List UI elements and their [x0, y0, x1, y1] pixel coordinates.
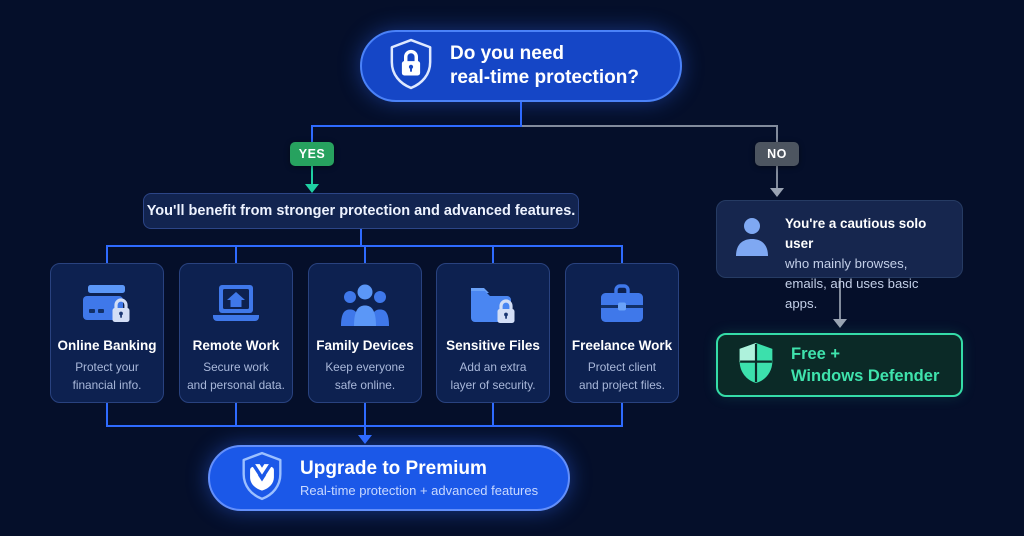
yes-badge: YES — [290, 142, 334, 166]
connector-yes-arrow-line — [311, 166, 313, 185]
card-desc: Keep everyone safe online. — [325, 360, 405, 392]
free-defender-node: Free + Windows Defender — [716, 333, 963, 397]
yes-arrowhead — [305, 184, 319, 193]
card-desc: Add an extra layer of security. — [450, 360, 536, 392]
persona-node: You're a cautious solo user who mainly b… — [716, 200, 963, 311]
connector-card2-bottom — [235, 403, 237, 425]
folder-lock-icon — [465, 277, 521, 333]
laptop-home-icon — [208, 277, 264, 333]
connector-card1-bottom — [106, 403, 108, 425]
shield-lock-icon — [388, 38, 434, 95]
connector-no-arrow-line — [776, 166, 778, 189]
card-online-banking: Online Banking Protect your financial in… — [50, 263, 164, 403]
credit-card-lock-icon — [79, 277, 135, 333]
card-remote-work: Remote Work Secure work and personal dat… — [179, 263, 293, 403]
free-arrowhead — [833, 319, 847, 328]
malwarebytes-shield-icon — [240, 451, 284, 506]
user-icon — [732, 214, 772, 263]
family-group-icon — [337, 277, 393, 333]
connector-no-elbow-h — [522, 125, 777, 127]
upgrade-premium-node: Upgrade to Premium Real-time protection … — [208, 445, 570, 511]
briefcase-icon — [594, 277, 650, 333]
benefit-statement: You'll benefit from stronger protection … — [143, 193, 579, 229]
card-desc: Protect client and project files. — [579, 360, 665, 392]
premium-subtitle: Real-time protection + advanced features — [300, 483, 539, 498]
card-desc: Secure work and personal data. — [187, 360, 285, 392]
persona-text: You're a cautious solo user who mainly b… — [785, 216, 927, 311]
connector-benefit-stem — [360, 229, 362, 246]
connector-card5-top — [621, 245, 623, 263]
card-title: Sensitive Files — [446, 338, 540, 353]
card-title: Online Banking — [57, 338, 157, 353]
free-defender-text: Free + Windows Defender — [791, 344, 940, 385]
card-title: Freelance Work — [571, 338, 673, 353]
windows-defender-shield-icon — [736, 341, 776, 390]
connector-yes-elbow-v — [311, 125, 313, 142]
premium-text: Upgrade to Premium Real-time protection … — [300, 458, 538, 498]
connector-yes-elbow-h — [311, 125, 522, 127]
card-desc: Protect your financial info. — [72, 360, 142, 392]
connector-card3-top — [364, 245, 366, 263]
card-title: Remote Work — [192, 338, 280, 353]
card-title: Family Devices — [316, 338, 414, 353]
connector-card5-bottom — [621, 403, 623, 425]
premium-arrowhead — [358, 435, 372, 444]
card-family-devices: Family Devices Keep everyone safe online… — [308, 263, 422, 403]
no-badge: NO — [755, 142, 799, 166]
connector-card2-top — [235, 245, 237, 263]
root-question-text: Do you need real-time protection? — [450, 42, 639, 88]
card-sensitive-files: Sensitive Files Add an extra layer of se… — [436, 263, 550, 403]
connector-root-stem — [520, 102, 522, 127]
card-freelance-work: Freelance Work Protect client and projec… — [565, 263, 679, 403]
connector-premium-stem — [364, 425, 366, 436]
connector-card4-bottom — [492, 403, 494, 425]
connector-card4-top — [492, 245, 494, 263]
connector-card1-top — [106, 245, 108, 263]
connector-free-arrow-line — [839, 278, 841, 320]
premium-title: Upgrade to Premium — [300, 458, 487, 479]
root-question-node: Do you need real-time protection? — [360, 30, 682, 102]
connector-card3-bottom — [364, 403, 366, 425]
connector-no-elbow-v — [776, 125, 778, 142]
no-arrowhead — [770, 188, 784, 197]
